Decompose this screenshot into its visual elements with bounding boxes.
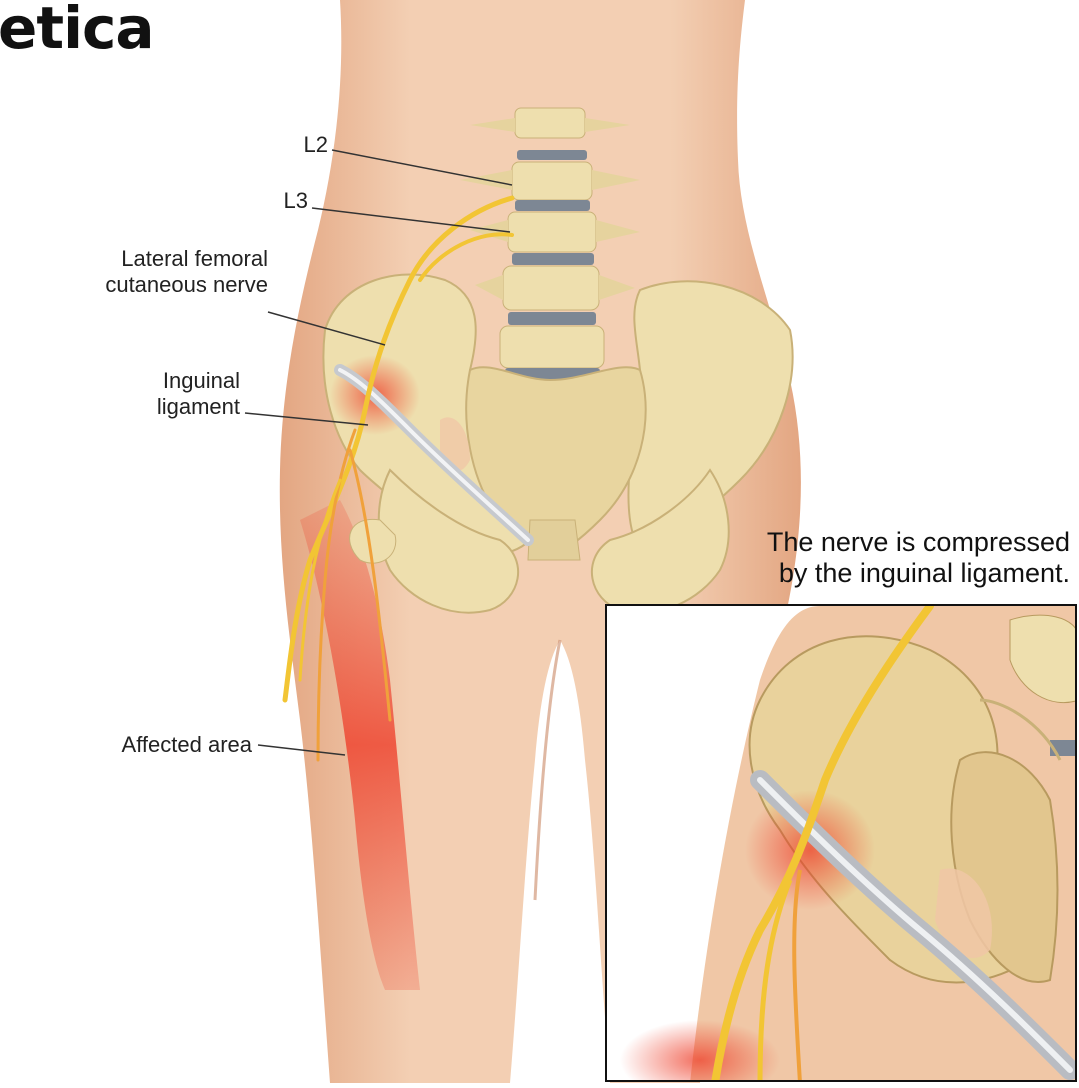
label-inguinal-line1: Inguinal xyxy=(60,368,240,394)
inset-caption: The nerve is compressed by the inguinal … xyxy=(600,527,1070,589)
inset-caption-line1: The nerve is compressed xyxy=(600,527,1070,558)
label-affected-area: Affected area xyxy=(20,732,252,758)
label-lfcn-line1: Lateral femoral xyxy=(0,246,268,272)
label-inguinal-ligament: Inguinal ligament xyxy=(60,368,240,420)
label-inguinal-line2: ligament xyxy=(60,394,240,420)
label-lfcn-line2: cutaneous nerve xyxy=(0,272,268,298)
label-l2: L2 xyxy=(278,132,328,158)
label-lateral-femoral-cutaneous-nerve: Lateral femoral cutaneous nerve xyxy=(0,246,268,298)
inset-caption-line2: by the inguinal ligament. xyxy=(600,558,1070,589)
page-title: etica xyxy=(0,0,153,62)
label-l3: L3 xyxy=(258,188,308,214)
inset-detail xyxy=(606,605,1079,1083)
